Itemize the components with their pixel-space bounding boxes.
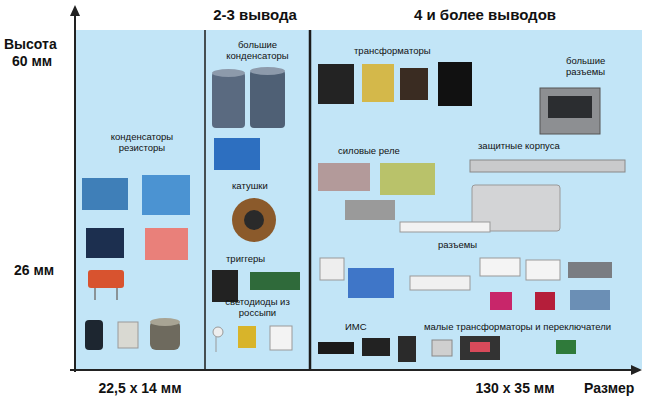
coil-core — [244, 210, 264, 230]
lead-wire — [216, 337, 217, 352]
blue-relay — [214, 138, 260, 170]
power-relay — [318, 163, 370, 191]
group-heading: 4 и более выводов — [390, 6, 580, 23]
switch-detail — [470, 342, 490, 352]
small-switch — [460, 336, 500, 360]
part-label: защитные корпуса — [478, 141, 560, 152]
part-label: ИМС — [345, 322, 367, 333]
connector-part — [320, 258, 344, 280]
electrolytic-capacitor — [85, 320, 103, 350]
film-capacitor — [82, 178, 128, 210]
coil-part — [232, 198, 276, 242]
axis-label: 60 мм — [12, 53, 52, 69]
part-label: триггеры — [226, 254, 265, 265]
big-capacitor — [212, 72, 245, 128]
big-capacitor — [250, 70, 285, 128]
transformer-part — [438, 62, 472, 106]
axis-label: Высота — [4, 36, 57, 52]
ic-chip — [362, 338, 390, 356]
connector-part — [480, 258, 520, 276]
housing-part — [470, 160, 625, 172]
connector-part — [535, 292, 555, 310]
part-label: большие разъемы — [566, 56, 626, 78]
part-label: светодиоды из россыпи — [210, 297, 305, 319]
axis-line — [74, 14, 76, 372]
cylinder-top — [150, 318, 180, 326]
capacitor-top — [212, 69, 245, 77]
ic-chip — [318, 342, 354, 354]
small-transformer — [432, 340, 452, 356]
background-band — [75, 30, 642, 369]
axis-label: 22,5 х 14 мм — [75, 380, 205, 396]
part-label: конденсаторы резисторы — [92, 132, 192, 154]
axis-line — [70, 369, 632, 371]
small-capacitor — [118, 322, 138, 348]
part-label: катушки — [232, 181, 268, 192]
right-photos — [318, 62, 625, 362]
trigger-part — [250, 272, 300, 290]
arrow-head — [70, 5, 80, 16]
film-capacitor — [86, 228, 124, 258]
part-label: большие конденсаторы — [210, 40, 305, 62]
connector-part — [400, 222, 490, 232]
connector-opening — [548, 96, 592, 118]
ic-chip — [398, 336, 416, 362]
part-label: силовые реле — [338, 146, 400, 157]
resistor-part — [88, 270, 124, 288]
capacitor-photos — [82, 175, 190, 350]
transformer-part — [362, 64, 394, 102]
lead-wire — [94, 288, 96, 300]
small-switch — [556, 340, 576, 354]
part-label: малые трансформаторы и переключатели — [424, 322, 611, 333]
part-label: трансформаторы — [354, 46, 431, 57]
divider-line — [309, 30, 312, 369]
connector-part — [526, 260, 560, 280]
big-connector — [540, 88, 600, 134]
capacitor-top — [250, 67, 285, 75]
connector-part — [490, 292, 512, 310]
part-label: разъемы — [438, 240, 477, 251]
power-relay — [345, 200, 395, 220]
transformer-part — [400, 68, 428, 100]
connector-part — [410, 276, 470, 290]
led-part — [238, 326, 256, 348]
led-part — [213, 327, 223, 337]
axis-label: 26 мм — [14, 262, 54, 278]
led-part — [270, 326, 292, 350]
lead-wire — [116, 288, 118, 300]
divider-line — [204, 30, 206, 369]
connector-part — [568, 262, 612, 278]
power-relay — [380, 163, 435, 195]
group-heading: 2-3 вывода — [210, 6, 300, 23]
transformer-part — [318, 64, 354, 104]
connector-part — [348, 268, 394, 298]
axis-label: 130 х 35 мм — [440, 380, 590, 396]
axis-label: Размер — [584, 380, 634, 396]
arrow-head — [631, 365, 642, 375]
film-capacitor — [142, 175, 190, 215]
film-capacitor — [145, 228, 188, 260]
connector-part — [570, 290, 610, 310]
